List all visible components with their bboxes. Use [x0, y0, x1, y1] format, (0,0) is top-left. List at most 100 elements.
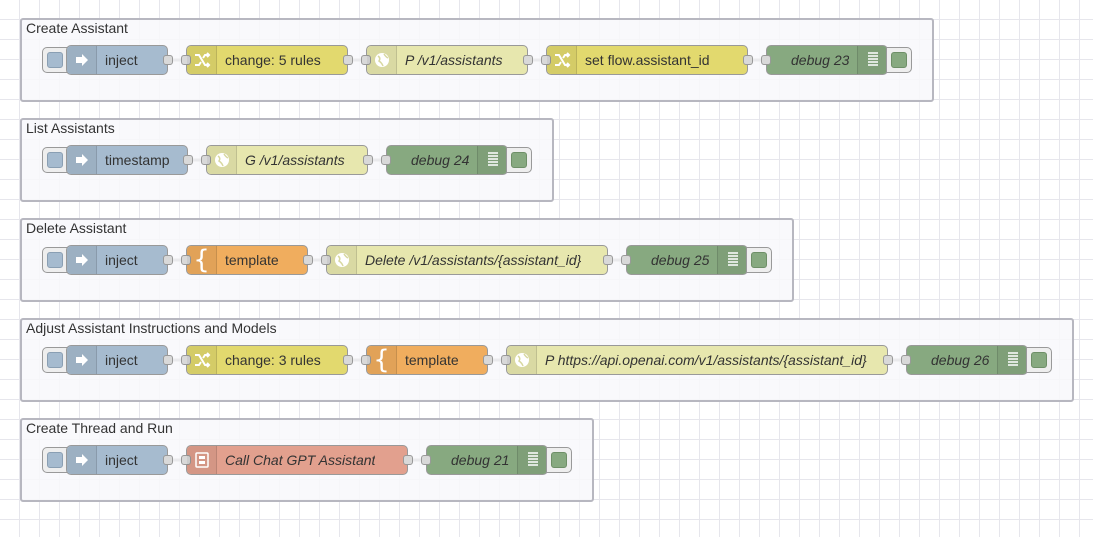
- node-label: template: [225, 252, 279, 268]
- node-inject[interactable]: inject: [66, 45, 173, 75]
- inject-arrow-icon: [67, 46, 97, 74]
- node-label: change: 5 rules: [225, 52, 321, 68]
- node-http-request[interactable]: Delete /v1/assistants/{assistant_id}: [321, 245, 613, 275]
- node-http-request[interactable]: P /v1/assistants: [361, 45, 533, 75]
- node-http-request[interactable]: P https://api.openai.com/v1/assistants/{…: [501, 345, 893, 375]
- node-label: template: [405, 352, 459, 368]
- input-port[interactable]: [381, 155, 391, 165]
- globe-icon: [507, 346, 537, 374]
- node-label: debug 23: [791, 52, 850, 68]
- input-port[interactable]: [901, 355, 911, 365]
- output-port[interactable]: [303, 255, 313, 265]
- input-port[interactable]: [361, 355, 371, 365]
- output-port[interactable]: [883, 355, 893, 365]
- input-port[interactable]: [501, 355, 511, 365]
- debug-toggle-button[interactable]: [506, 147, 532, 173]
- output-port[interactable]: [343, 355, 353, 365]
- inject-trigger-button[interactable]: [42, 247, 68, 273]
- node-inject[interactable]: timestamp: [66, 145, 193, 175]
- node-debug[interactable]: debug 25: [621, 245, 748, 275]
- group-label: Create Thread and Run: [26, 420, 173, 436]
- input-port[interactable]: [321, 255, 331, 265]
- node-debug[interactable]: debug 26: [901, 345, 1028, 375]
- inject-trigger-button[interactable]: [42, 347, 68, 373]
- debug-toggle-button[interactable]: [1026, 347, 1052, 373]
- node-label: P /v1/assistants: [405, 52, 503, 68]
- inject-arrow-icon: [67, 246, 97, 274]
- input-port[interactable]: [421, 455, 431, 465]
- node-http-request[interactable]: G /v1/assistants: [201, 145, 373, 175]
- node-template[interactable]: { template: [361, 345, 493, 375]
- shuffle-icon: [187, 346, 217, 374]
- node-label: inject: [105, 452, 138, 468]
- output-port[interactable]: [183, 155, 193, 165]
- globe-icon: [327, 246, 357, 274]
- input-port[interactable]: [181, 55, 191, 65]
- node-label: G /v1/assistants: [245, 152, 345, 168]
- node-label: debug 26: [931, 352, 990, 368]
- input-port[interactable]: [201, 155, 211, 165]
- debug-list-icon: [997, 346, 1027, 374]
- node-label: debug 25: [651, 252, 710, 268]
- node-label: set flow.assistant_id: [585, 52, 710, 68]
- brace-icon: {: [187, 246, 217, 274]
- globe-icon: [367, 46, 397, 74]
- node-inject[interactable]: inject: [66, 445, 173, 475]
- input-port[interactable]: [621, 255, 631, 265]
- node-debug[interactable]: debug 21: [421, 445, 548, 475]
- group-label: Adjust Assistant Instructions and Models: [26, 320, 277, 336]
- node-label: debug 21: [451, 452, 510, 468]
- debug-list-icon: [717, 246, 747, 274]
- node-label: Delete /v1/assistants/{assistant_id}: [365, 252, 582, 268]
- inject-trigger-button[interactable]: [42, 147, 68, 173]
- node-label: change: 3 rules: [225, 352, 321, 368]
- output-port[interactable]: [163, 455, 173, 465]
- input-port[interactable]: [181, 455, 191, 465]
- shuffle-icon: [547, 46, 577, 74]
- node-template[interactable]: { template: [181, 245, 313, 275]
- input-port[interactable]: [761, 55, 771, 65]
- inject-trigger-button[interactable]: [42, 47, 68, 73]
- shuffle-icon: [187, 46, 217, 74]
- output-port[interactable]: [483, 355, 493, 365]
- node-change[interactable]: change: 5 rules: [181, 45, 353, 75]
- output-port[interactable]: [403, 455, 413, 465]
- node-label: timestamp: [105, 152, 170, 168]
- node-change[interactable]: change: 3 rules: [181, 345, 353, 375]
- output-port[interactable]: [163, 255, 173, 265]
- node-subflow[interactable]: Call Chat GPT Assistant: [181, 445, 413, 475]
- node-label: inject: [105, 352, 138, 368]
- node-label: inject: [105, 52, 138, 68]
- debug-list-icon: [517, 446, 547, 474]
- debug-list-icon: [857, 46, 887, 74]
- node-label: debug 24: [411, 152, 470, 168]
- input-port[interactable]: [181, 355, 191, 365]
- output-port[interactable]: [343, 55, 353, 65]
- output-port[interactable]: [603, 255, 613, 265]
- input-port[interactable]: [361, 55, 371, 65]
- input-port[interactable]: [541, 55, 551, 65]
- node-label: Call Chat GPT Assistant: [225, 452, 376, 468]
- output-port[interactable]: [743, 55, 753, 65]
- output-port[interactable]: [163, 55, 173, 65]
- node-debug[interactable]: debug 23: [761, 45, 888, 75]
- output-port[interactable]: [163, 355, 173, 365]
- group-label: List Assistants: [26, 120, 115, 136]
- debug-list-icon: [477, 146, 507, 174]
- output-port[interactable]: [523, 55, 533, 65]
- output-port[interactable]: [363, 155, 373, 165]
- inject-arrow-icon: [67, 346, 97, 374]
- node-debug[interactable]: debug 24: [381, 145, 508, 175]
- debug-toggle-button[interactable]: [546, 447, 572, 473]
- subflow-icon: [187, 446, 217, 474]
- brace-icon: {: [367, 346, 397, 374]
- node-change[interactable]: set flow.assistant_id: [541, 45, 753, 75]
- inject-trigger-button[interactable]: [42, 447, 68, 473]
- input-port[interactable]: [181, 255, 191, 265]
- node-inject[interactable]: inject: [66, 245, 173, 275]
- debug-toggle-button[interactable]: [746, 247, 772, 273]
- node-inject[interactable]: inject: [66, 345, 173, 375]
- inject-arrow-icon: [67, 146, 97, 174]
- debug-toggle-button[interactable]: [886, 47, 912, 73]
- group-label: Create Assistant: [26, 20, 128, 36]
